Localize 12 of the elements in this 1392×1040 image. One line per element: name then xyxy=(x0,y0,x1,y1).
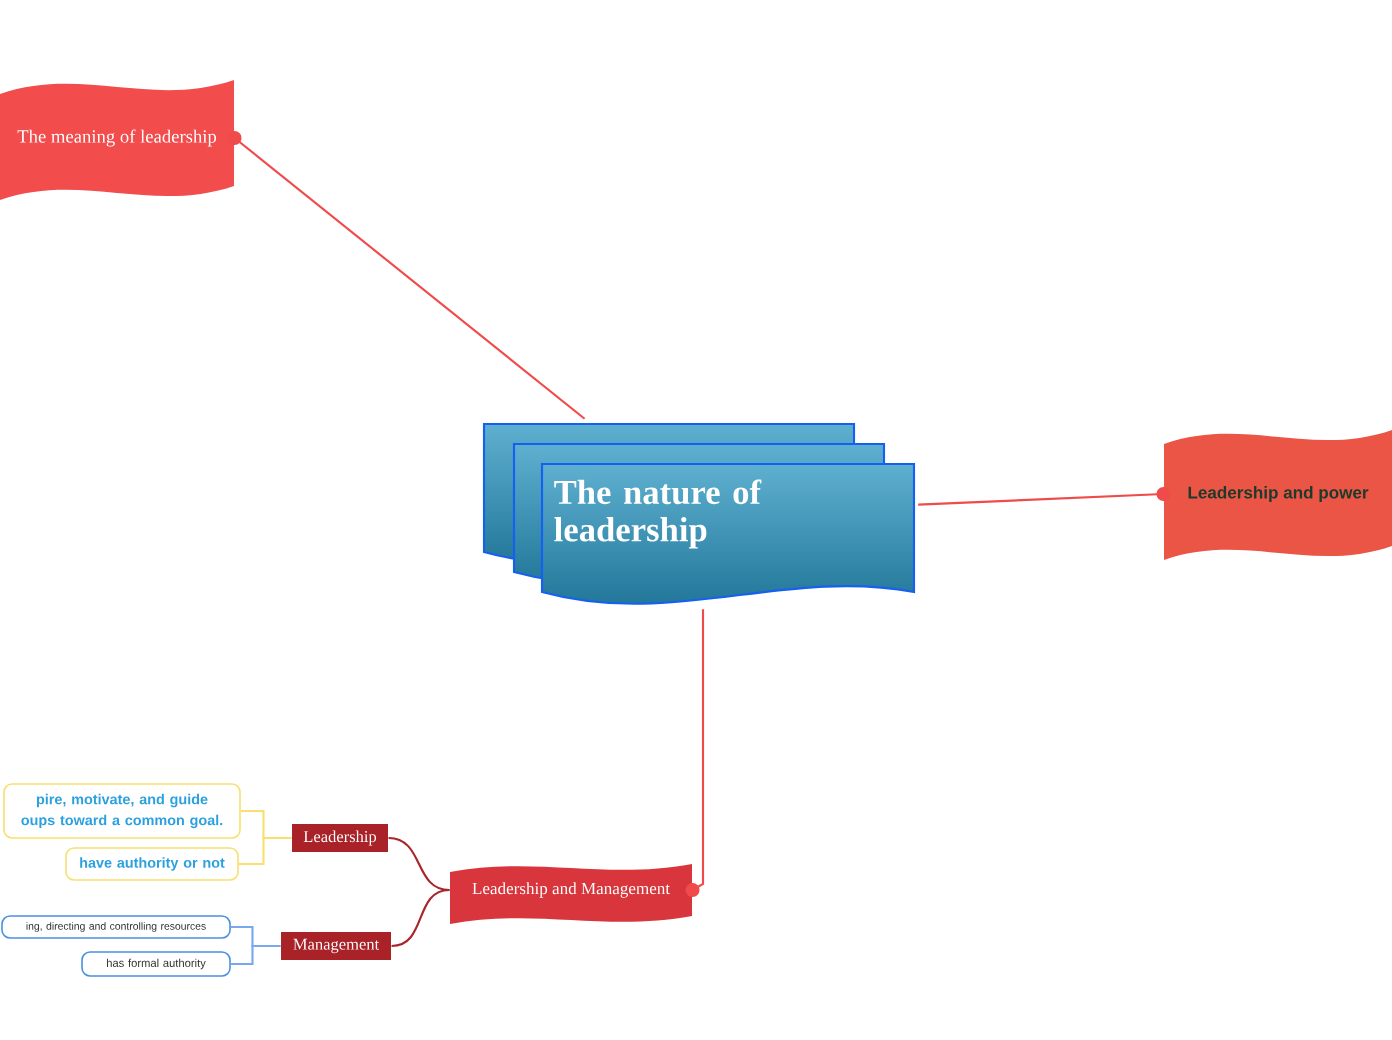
banner-node: Leadership and Management xyxy=(450,864,692,924)
connector xyxy=(391,888,450,948)
connector xyxy=(918,487,1171,506)
topic-box: Leadership xyxy=(292,824,388,852)
topic-box: Management xyxy=(281,932,391,960)
connector xyxy=(238,836,292,866)
banner-node: The meaning of leadership xyxy=(0,80,234,200)
document-stack-node: The nature of leadership xyxy=(482,422,916,605)
connector xyxy=(230,944,281,966)
connector xyxy=(685,609,705,897)
banner-node: Leadership and power xyxy=(1164,430,1392,560)
connector xyxy=(388,836,450,892)
